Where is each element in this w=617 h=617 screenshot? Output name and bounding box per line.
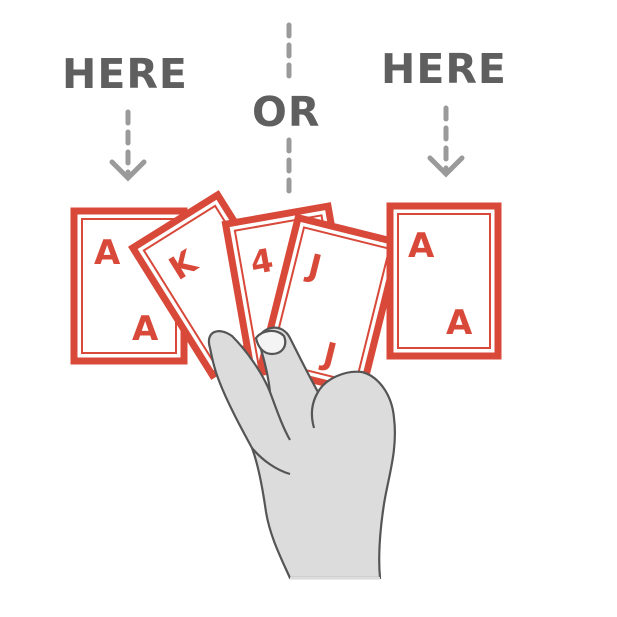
card-right-bottom-rank: A — [446, 303, 473, 343]
card-left-bottom-rank: A — [132, 309, 159, 349]
card-left-top-rank: A — [94, 233, 121, 273]
arrow-left — [109, 109, 147, 182]
arrow-right — [427, 105, 465, 178]
card-right-ace: A A — [386, 202, 502, 360]
hand-illustration — [207, 326, 396, 580]
here-label-left: HERE — [62, 50, 188, 98]
or-label: OR — [252, 88, 321, 136]
here-label-right: HERE — [381, 45, 507, 93]
card-right-top-rank: A — [408, 226, 435, 266]
